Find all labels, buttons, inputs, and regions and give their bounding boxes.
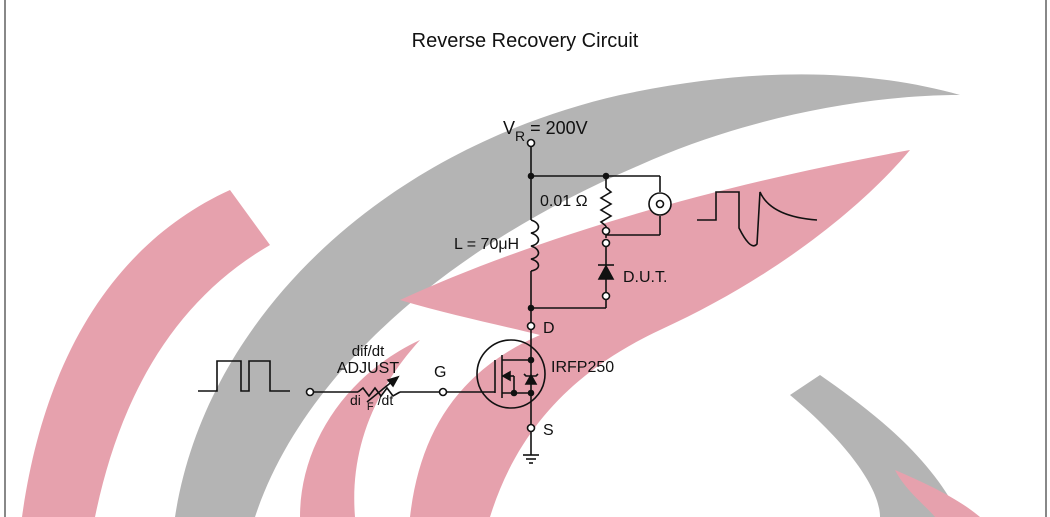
adjust-dt: /dt (378, 392, 394, 408)
junction-top-left (527, 172, 535, 180)
supply-symbol: V (503, 118, 515, 138)
gate-label: G (434, 364, 446, 381)
diagram-title: Reverse Recovery Circuit (412, 30, 639, 52)
adjust-resistor-arrow-line (366, 379, 395, 403)
supply-label: VR = 200V (503, 118, 588, 144)
mosfet-drain-junction (527, 356, 535, 364)
mosfet-body (476, 339, 546, 409)
gate-terminal (438, 387, 448, 397)
dut-bottom-terminal (601, 291, 611, 301)
mosfet-source-junction (510, 389, 518, 397)
scope-probe-inner (655, 199, 665, 209)
body-diode-bar (523, 373, 539, 377)
inductor-label: L = 70μH (454, 236, 519, 253)
supply-terminal (526, 138, 536, 148)
resistor-tap-terminal (601, 226, 611, 236)
mosfet-arrow (501, 370, 511, 382)
adjust-subscript: F (367, 401, 374, 413)
watermark-red-inner (300, 340, 420, 517)
adjust-resistor-zigzag (357, 386, 401, 398)
resistor-label: 0.01 Ω (540, 193, 588, 210)
source-label: S (543, 422, 554, 439)
adjust-label-line2: ADJUST (337, 360, 399, 377)
circuit-wires (305, 138, 672, 464)
drain-label: D (543, 320, 555, 337)
input-terminal (305, 387, 315, 397)
recovery-waveform (697, 191, 818, 247)
resistor-bottom-terminal (601, 238, 611, 248)
body-diode-triangle (524, 373, 538, 385)
drain-terminal (526, 321, 536, 331)
gate-pulse-waveform (198, 360, 290, 392)
dut-label: D.U.T. (623, 269, 667, 286)
adjust-di: di (350, 392, 361, 408)
watermark-red-arc-left (22, 190, 270, 517)
watermark-logo (22, 74, 980, 517)
watermark-red-right (895, 470, 980, 517)
junction-bottom-left (527, 304, 535, 312)
supply-subscript: R (515, 128, 525, 144)
inductor-coil (530, 219, 540, 272)
source-terminal (526, 423, 536, 433)
transistor-label: IRFP250 (551, 359, 614, 376)
supply-value: = 200V (530, 118, 588, 138)
adjust-resistor-arrowhead (386, 375, 400, 388)
resistor-zigzag (599, 187, 613, 227)
adjust-label-line1: dif/dt (352, 343, 385, 360)
watermark-gray-arc (175, 74, 960, 517)
watermark-red-swoosh (400, 150, 910, 517)
